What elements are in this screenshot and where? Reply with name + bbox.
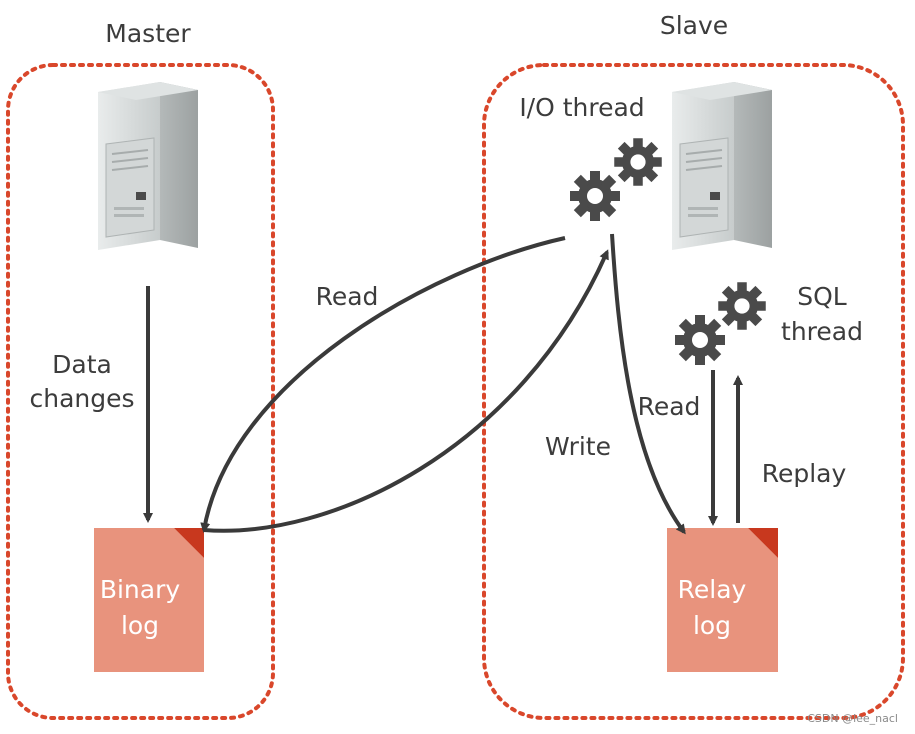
- sql-thread-label-line2: thread: [781, 317, 863, 346]
- io-thread-label: I/O thread: [519, 93, 644, 122]
- master-container: [6, 63, 275, 720]
- write-label: Write: [545, 432, 611, 461]
- master-title: Master: [105, 19, 191, 48]
- io-thread-gears-icon: [570, 138, 662, 221]
- data-changes-label-line1: Data: [52, 350, 112, 379]
- sql-thread-label-line1: SQL: [797, 282, 847, 311]
- relay-log-label-line2: log: [693, 611, 731, 640]
- replay-label: Replay: [762, 459, 847, 488]
- slave-title: Slave: [660, 11, 728, 40]
- binary-log-document: [94, 528, 204, 672]
- master-server-icon: [97, 81, 199, 251]
- relay-log-label-line1: Relay: [678, 575, 747, 604]
- slave-read-label: Read: [638, 392, 701, 421]
- watermark: CSDN @lee_nacl: [807, 712, 898, 725]
- slave-container: [482, 63, 905, 720]
- slave-server-icon: [671, 81, 773, 251]
- relay-log-document: [667, 528, 778, 672]
- binary-log-label-line1: Binary: [100, 575, 181, 604]
- write-relay-arrow: [610, 233, 686, 535]
- binary-log-label-line2: log: [121, 611, 159, 640]
- read-binlog-arrow: [200, 236, 566, 533]
- cross-read-label: Read: [316, 282, 379, 311]
- sql-thread-gears-icon: [675, 282, 766, 365]
- send-to-io-thread-arrow: [203, 249, 609, 533]
- data-changes-label-line2: changes: [29, 384, 134, 413]
